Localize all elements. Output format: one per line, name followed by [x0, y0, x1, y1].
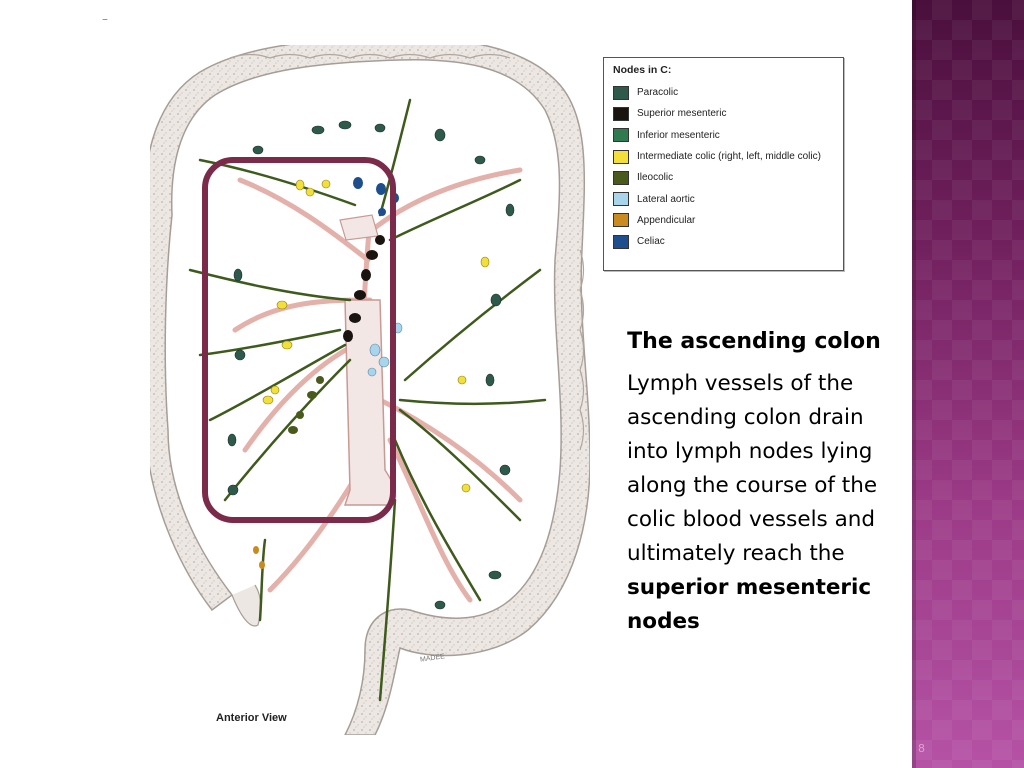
- superior-mesenteric-nodes: [343, 235, 385, 342]
- legend-item-paracolic: Paracolic: [613, 82, 835, 103]
- legend-swatch: [613, 192, 629, 207]
- legend-label: Lateral aortic: [637, 193, 695, 205]
- decorative-side-band: [912, 0, 1024, 768]
- slide-number: 8: [918, 742, 925, 755]
- legend-item-intermediate-colic: Intermediate colic (right, left, middle …: [613, 146, 835, 167]
- haustra: [150, 53, 585, 451]
- intermediate-colic-nodes: [262, 179, 490, 493]
- legend-title: Nodes in C:: [613, 64, 672, 76]
- appendix: [231, 584, 262, 627]
- legend-swatch: [613, 213, 629, 228]
- paracolic-nodes: [227, 120, 515, 610]
- slide-body: Lymph vessels of the ascending colon dra…: [627, 367, 889, 639]
- legend-label: Celiac: [637, 236, 665, 248]
- highlight-frame: [202, 157, 396, 523]
- text-block: The ascending colon Lymph vessels of the…: [627, 325, 889, 639]
- slide-heading: The ascending colon: [627, 329, 881, 354]
- legend-swatch: [613, 234, 629, 249]
- legend-item-ileocolic: Ileocolic: [613, 167, 835, 188]
- appendicular-nodes: [253, 546, 265, 569]
- legend-item-inferior-mesenteric: Inferior mesenteric: [613, 125, 835, 146]
- legend-label: Intermediate colic (right, left, middle …: [637, 151, 821, 163]
- ileocolic-nodes: [288, 376, 324, 434]
- dash-mark: –: [102, 12, 108, 26]
- legend-label: Superior mesenteric: [637, 108, 727, 120]
- legend-swatch: [613, 106, 629, 121]
- legend-label: Appendicular: [637, 214, 696, 226]
- colon-lymph-diagram: [150, 45, 590, 735]
- body-bold-text: superior mesenteric nodes: [627, 575, 872, 634]
- legend-swatch: [613, 149, 629, 164]
- legend-item-superior-mesenteric: Superior mesenteric: [613, 103, 835, 124]
- legend: Nodes in C: Paracolic Superior mesenteri…: [603, 57, 844, 271]
- legend-item-celiac: Celiac: [613, 231, 835, 252]
- colon: [150, 45, 590, 735]
- legend-label: Paracolic: [637, 87, 679, 99]
- view-caption: Anterior View: [216, 712, 287, 724]
- legend-item-appendicular: Appendicular: [613, 210, 835, 231]
- legend-swatch: [613, 170, 629, 185]
- legend-item-lateral-aortic: Lateral aortic: [613, 188, 835, 209]
- legend-label: Inferior mesenteric: [637, 129, 720, 141]
- legend-swatch: [613, 128, 629, 143]
- body-text: Lymph vessels of the ascending colon dra…: [627, 371, 878, 566]
- legend-label: Ileocolic: [637, 172, 674, 184]
- legend-swatch: [613, 85, 629, 100]
